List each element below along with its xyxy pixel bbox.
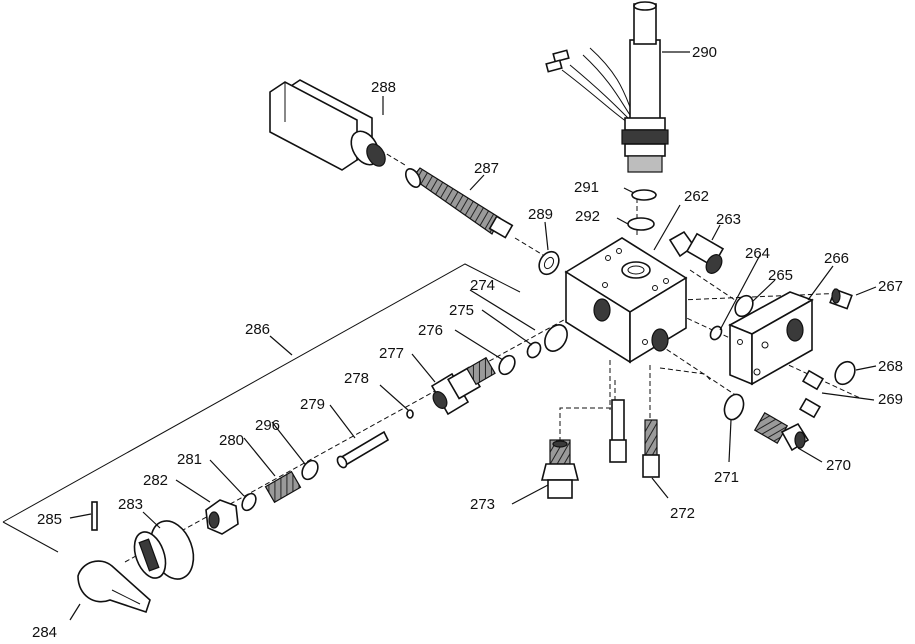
callout-274: 274 (470, 277, 495, 294)
part-266-plate (728, 291, 814, 386)
leader-lines (69, 51, 877, 621)
callout-265: 265 (768, 267, 793, 284)
callout-264: 264 (745, 245, 770, 262)
part-278-oring (406, 409, 414, 419)
part-292-washer (627, 217, 655, 231)
part-265-oring (734, 294, 754, 318)
callout-286: 286 (245, 321, 270, 338)
part-263-valve (668, 230, 725, 274)
part-271-oring (723, 393, 745, 421)
part-275-washer (526, 341, 542, 359)
part-262-manifold-block (564, 237, 688, 364)
part-285-pin (91, 501, 98, 531)
callout-290: 290 (692, 44, 717, 61)
part-281-washer (241, 492, 257, 512)
part-272-bolts (609, 399, 660, 478)
callout-282: 282 (143, 472, 168, 489)
part-274-oring (544, 324, 568, 352)
callout-266: 266 (824, 250, 849, 267)
callout-labels: 290 288 287 291 262 289 292 263 264 266 … (32, 44, 903, 641)
part-284-handle (77, 560, 151, 614)
part-276-washer (498, 354, 516, 376)
callout-277: 277 (379, 345, 404, 362)
part-267-plug (829, 288, 853, 310)
part-264-oring (709, 325, 723, 341)
callout-281: 281 (177, 451, 202, 468)
callout-289: 289 (528, 206, 553, 223)
callout-279: 279 (300, 396, 325, 413)
part-283-knob (133, 520, 195, 580)
callout-270: 270 (826, 457, 851, 474)
part-268-oring (834, 360, 856, 386)
callout-280: 280 (219, 432, 244, 449)
callout-276: 276 (418, 322, 443, 339)
callout-296: 296 (255, 417, 280, 434)
callout-268: 268 (878, 358, 903, 375)
part-288-filter-housing (269, 79, 386, 171)
callout-263: 263 (716, 211, 741, 228)
callout-285: 285 (37, 511, 62, 528)
callout-272: 272 (670, 505, 695, 522)
part-287-filter-screen (404, 167, 514, 239)
callout-287: 287 (474, 160, 499, 177)
callout-267: 267 (878, 278, 903, 295)
callout-273: 273 (470, 496, 495, 513)
callout-283: 283 (118, 496, 143, 513)
part-279-pin (336, 430, 390, 469)
part-269-screws (798, 369, 825, 419)
callout-262: 262 (684, 188, 709, 205)
part-277-valve-body (430, 356, 496, 416)
callout-269: 269 (878, 391, 903, 408)
callout-288: 288 (371, 79, 396, 96)
part-280-spring (264, 470, 302, 504)
part-291-oring (631, 189, 657, 201)
part-270-fitting (753, 412, 810, 452)
callout-292: 292 (575, 208, 600, 225)
callout-284: 284 (32, 624, 57, 641)
callout-271: 271 (714, 469, 739, 486)
part-290-sensor (545, 1, 669, 173)
callout-275: 275 (449, 302, 474, 319)
part-273-fitting (540, 439, 580, 499)
part-289-washer (538, 250, 560, 276)
part-296-washer (301, 459, 319, 481)
part-282-nut (205, 499, 239, 535)
group-bracket-286 (2, 263, 521, 553)
callout-291: 291 (574, 179, 599, 196)
callout-278: 278 (344, 370, 369, 387)
